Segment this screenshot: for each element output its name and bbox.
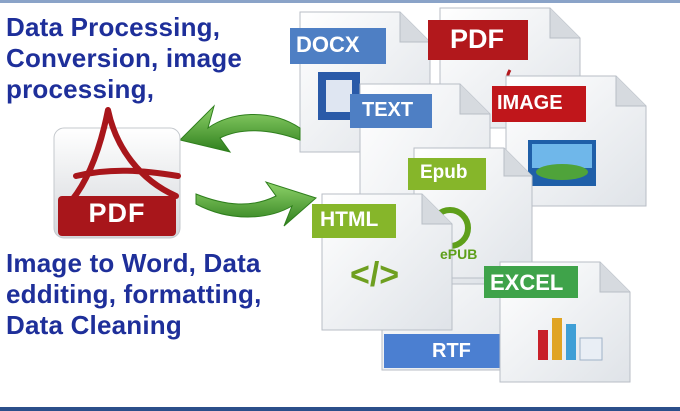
headline-top-line3: processing,	[6, 74, 155, 104]
arrow-right-icon	[195, 181, 317, 227]
excel-label: EXCEL	[490, 270, 564, 295]
pdf-main-icon	[53, 107, 181, 239]
headline-top-line1: Data Processing,	[6, 12, 221, 42]
rtf-label: RTF	[432, 340, 471, 362]
headline-top: Data Processing, Conversion, image proce…	[6, 12, 242, 105]
headline-bottom-line1: Image to Word, Data	[6, 248, 261, 278]
arrow-left-icon	[179, 104, 301, 153]
headline-bottom: Image to Word, Data edditing, formatting…	[6, 248, 262, 341]
docx-label: DOCX	[296, 32, 360, 57]
text-label: TEXT	[362, 99, 414, 121]
pdf-main-label: PDF	[88, 198, 146, 228]
pdf-label: PDF	[450, 24, 504, 54]
html-label: HTML	[320, 208, 379, 231]
epub-logo-text: ePUB	[440, 246, 478, 262]
image-document	[492, 75, 647, 207]
html-code-icon: </>	[350, 256, 400, 294]
headline-bottom-line3: Data Cleaning	[6, 310, 182, 340]
image-label: IMAGE	[497, 92, 563, 114]
headline-top-line2: Conversion, image	[6, 43, 243, 73]
headline-bottom-line2: edditing, formatting,	[6, 279, 262, 309]
html-document	[312, 193, 453, 331]
excel-document	[484, 261, 631, 383]
excel-chart-icon	[538, 318, 603, 361]
epub-label: Epub	[420, 162, 468, 183]
